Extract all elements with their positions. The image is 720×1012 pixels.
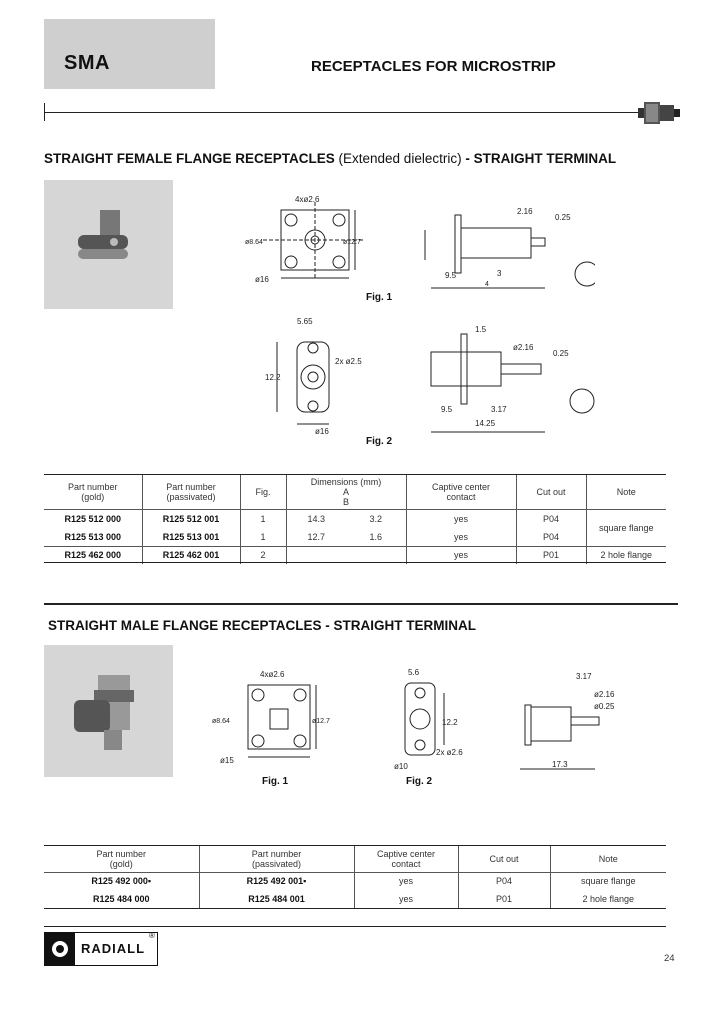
- svg-text:ø2.16: ø2.16: [594, 690, 615, 699]
- svg-text:9.5: 9.5: [445, 271, 457, 280]
- table-row: R125 492 000▪ R125 492 001▪ yes P04 squa…: [44, 872, 666, 890]
- svg-text:3: 3: [497, 269, 502, 278]
- table1-bottom-rule: [44, 562, 666, 563]
- svg-text:12.2: 12.2: [265, 373, 281, 382]
- page-title: RECEPTACLES FOR MICROSTRIP: [311, 58, 556, 75]
- radiall-logo: RADIALL ®: [44, 931, 158, 966]
- th-dims: Dimensions (mm)AB: [285, 475, 406, 510]
- series-label: SMA: [64, 52, 110, 74]
- section2-fig2-label: Fig. 2: [406, 776, 433, 787]
- footer-rule: [44, 926, 666, 927]
- logo-emblem-icon: [45, 933, 75, 965]
- svg-text:1.5: 1.5: [475, 325, 487, 334]
- section2-table: Part number(gold) Part number(passivated…: [44, 846, 666, 908]
- svg-text:2x ø2.6: 2x ø2.6: [436, 748, 463, 757]
- th-note: Note: [585, 475, 666, 510]
- registered-mark: ®: [149, 931, 155, 940]
- svg-text:ø8.64: ø8.64: [245, 239, 263, 246]
- th-cutout: Cut out: [515, 475, 586, 510]
- svg-text:ø15: ø15: [220, 756, 234, 765]
- svg-text:3.17: 3.17: [576, 672, 592, 681]
- table-row: R125 462 000 R125 462 001 2 yes P01 2 ho…: [44, 546, 666, 564]
- male-receptacle-photo: [44, 645, 173, 777]
- section2-rule: [44, 603, 678, 605]
- svg-text:ø8.64: ø8.64: [212, 718, 230, 725]
- table-row: R125 484 000 R125 484 001 yes P01 2 hole…: [44, 890, 666, 908]
- svg-text:12.2: 12.2: [442, 718, 458, 727]
- th2-pn-pass: Part number(passivated): [198, 846, 354, 873]
- svg-text:4: 4: [485, 281, 489, 288]
- th-pn-gold: Part number(gold): [44, 475, 142, 510]
- connector-icon: [638, 102, 680, 124]
- th2-note: Note: [549, 846, 666, 873]
- svg-text:ø16: ø16: [255, 275, 269, 284]
- svg-text:ø0.25: ø0.25: [594, 702, 615, 711]
- svg-text:ø2.16: ø2.16: [513, 343, 534, 352]
- series-box: [44, 19, 215, 89]
- svg-text:0.25: 0.25: [555, 213, 571, 222]
- section1-title: STRAIGHT FEMALE FLANGE RECEPTACLES (Exte…: [44, 151, 617, 166]
- section1-table: Part number(gold) Part number(passivated…: [44, 475, 666, 564]
- svg-text:ø12.7: ø12.7: [343, 239, 361, 246]
- table1-top-rule: [44, 474, 666, 475]
- table-row: R125 512 000 R125 512 001 1 14.3 3.2 yes…: [44, 509, 666, 546]
- svg-text:ø12.7: ø12.7: [312, 718, 330, 725]
- table2-top-rule: [44, 845, 666, 846]
- section2-title: STRAIGHT MALE FLANGE RECEPTACLES - STRAI…: [48, 618, 476, 633]
- svg-text:14.25: 14.25: [475, 419, 496, 428]
- section1-fig1-label: Fig. 1: [366, 292, 393, 303]
- header-rule: [44, 112, 640, 113]
- svg-text:5.6: 5.6: [408, 668, 420, 677]
- svg-text:ø10: ø10: [394, 762, 408, 771]
- th-fig: Fig.: [239, 475, 286, 510]
- svg-text:3.17: 3.17: [491, 405, 507, 414]
- svg-text:0.25: 0.25: [553, 349, 569, 358]
- svg-text:2x ø2.5: 2x ø2.5: [335, 357, 362, 366]
- section1-fig2-label: Fig. 2: [366, 436, 393, 447]
- svg-text:17.3: 17.3: [552, 760, 568, 769]
- svg-text:4xø2.6: 4xø2.6: [295, 195, 320, 204]
- logo-text: RADIALL: [81, 941, 146, 956]
- svg-text:5.65: 5.65: [297, 317, 313, 326]
- section1-fig1-drawing: 4xø2.6 ø8.64 ø12.7 ø16 2.16 0.25 9.5 3 4: [245, 195, 595, 289]
- section1-fig2-drawing: 5.65 2x ø2.5 12.2 ø16 1.5 ø2.16 0.25 9.5…: [265, 317, 595, 436]
- table-row: R125 513 000 R125 513 001 1 12.7 1.6 yes…: [44, 528, 666, 546]
- header-rule-tick: [44, 103, 45, 121]
- th2-pn-gold: Part number(gold): [44, 846, 199, 873]
- page-number: 24: [664, 953, 675, 964]
- th2-cutout: Cut out: [457, 846, 550, 873]
- table2-bottom-rule: [44, 908, 666, 909]
- svg-text:4xø2.6: 4xø2.6: [260, 670, 285, 679]
- svg-text:9.5: 9.5: [441, 405, 453, 414]
- svg-text:ø16: ø16: [315, 427, 329, 436]
- svg-text:2.16: 2.16: [517, 207, 533, 216]
- female-receptacle-photo: [44, 180, 173, 309]
- th-pn-pass: Part number(passivated): [141, 475, 240, 510]
- section2-fig1-label: Fig. 1: [262, 776, 289, 787]
- section2-figures-drawing: 4xø2.6 ø8.64 ø12.7 ø15 5.6 12.2 2x ø2.6 …: [212, 668, 615, 771]
